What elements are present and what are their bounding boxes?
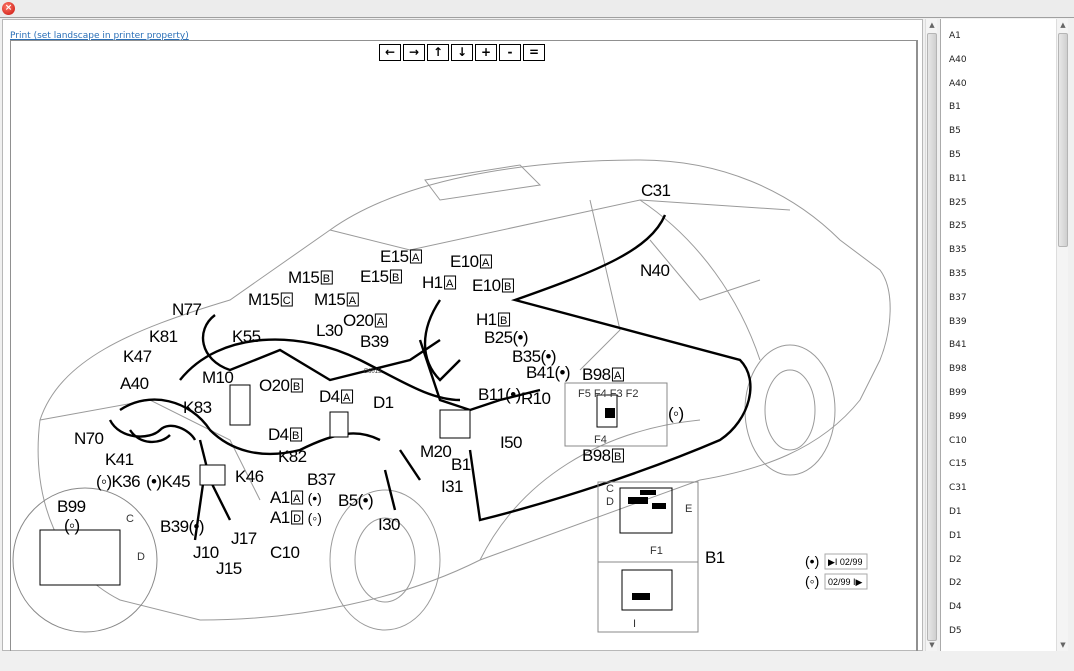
list-item[interactable]: C31 xyxy=(949,483,967,494)
scroll-down-icon[interactable]: ▼ xyxy=(929,641,935,649)
list-item[interactable]: A40 xyxy=(949,54,967,65)
list-item[interactable]: B11 xyxy=(949,173,967,184)
zoom-out-button[interactable]: - xyxy=(499,44,521,61)
list-item[interactable]: B98 xyxy=(949,364,967,375)
scroll-down-icon[interactable]: ▼ xyxy=(1060,641,1066,649)
scroll-thumb[interactable] xyxy=(1058,33,1068,247)
list-item[interactable]: B1 xyxy=(949,102,961,113)
list-item[interactable]: D5 xyxy=(949,626,962,636)
pan-down-button[interactable]: ↓ xyxy=(451,44,473,61)
pan-right-button[interactable]: → xyxy=(403,44,425,61)
list-item[interactable]: D1 xyxy=(949,530,962,541)
print-link[interactable]: Print (set landscape in printer property… xyxy=(10,31,189,41)
list-item[interactable]: B5 xyxy=(949,150,961,160)
list-item[interactable]: B39 xyxy=(949,316,967,327)
list-item[interactable]: A1 xyxy=(949,31,961,41)
pan-up-button[interactable]: ↑ xyxy=(427,44,449,61)
list-item[interactable]: C10 xyxy=(949,435,967,446)
scroll-thumb[interactable] xyxy=(927,33,937,641)
list-item[interactable]: B25 xyxy=(949,221,967,232)
list-item[interactable]: B41 xyxy=(949,340,967,351)
scroll-up-icon[interactable]: ▲ xyxy=(929,21,935,29)
list-item[interactable]: B25 xyxy=(949,197,967,208)
list-item[interactable]: C15 xyxy=(949,459,967,470)
diagram-panel: Print (set landscape in printer property… xyxy=(2,19,923,651)
list-item[interactable]: B35 xyxy=(949,245,967,256)
list-scrollbar[interactable]: ▲ ▼ xyxy=(1056,19,1068,651)
list-item[interactable]: A40 xyxy=(949,78,967,89)
scroll-up-icon[interactable]: ▲ xyxy=(1060,21,1066,29)
pan-left-button[interactable]: ← xyxy=(379,44,401,61)
list-item[interactable]: D2 xyxy=(949,578,962,589)
close-icon[interactable]: × xyxy=(2,2,15,15)
diagram-scrollbar[interactable]: ▲ ▼ xyxy=(925,19,937,651)
list-item[interactable]: D1 xyxy=(949,507,962,517)
diagram-toolbar: ← → ↑ ↓ + - = xyxy=(379,44,545,61)
list-item[interactable]: D2 xyxy=(949,554,962,565)
diagram-frame xyxy=(10,40,918,651)
zoom-reset-button[interactable]: = xyxy=(523,44,545,61)
list-item[interactable]: B37 xyxy=(949,292,967,303)
list-item[interactable]: B35 xyxy=(949,269,967,279)
list-item[interactable]: B99 xyxy=(949,411,967,422)
list-item[interactable]: D4 xyxy=(949,602,962,613)
list-item[interactable]: B5 xyxy=(949,126,961,137)
list-item[interactable]: B99 xyxy=(949,388,967,398)
zoom-in-button[interactable]: + xyxy=(475,44,497,61)
title-bar: × xyxy=(0,0,1074,18)
